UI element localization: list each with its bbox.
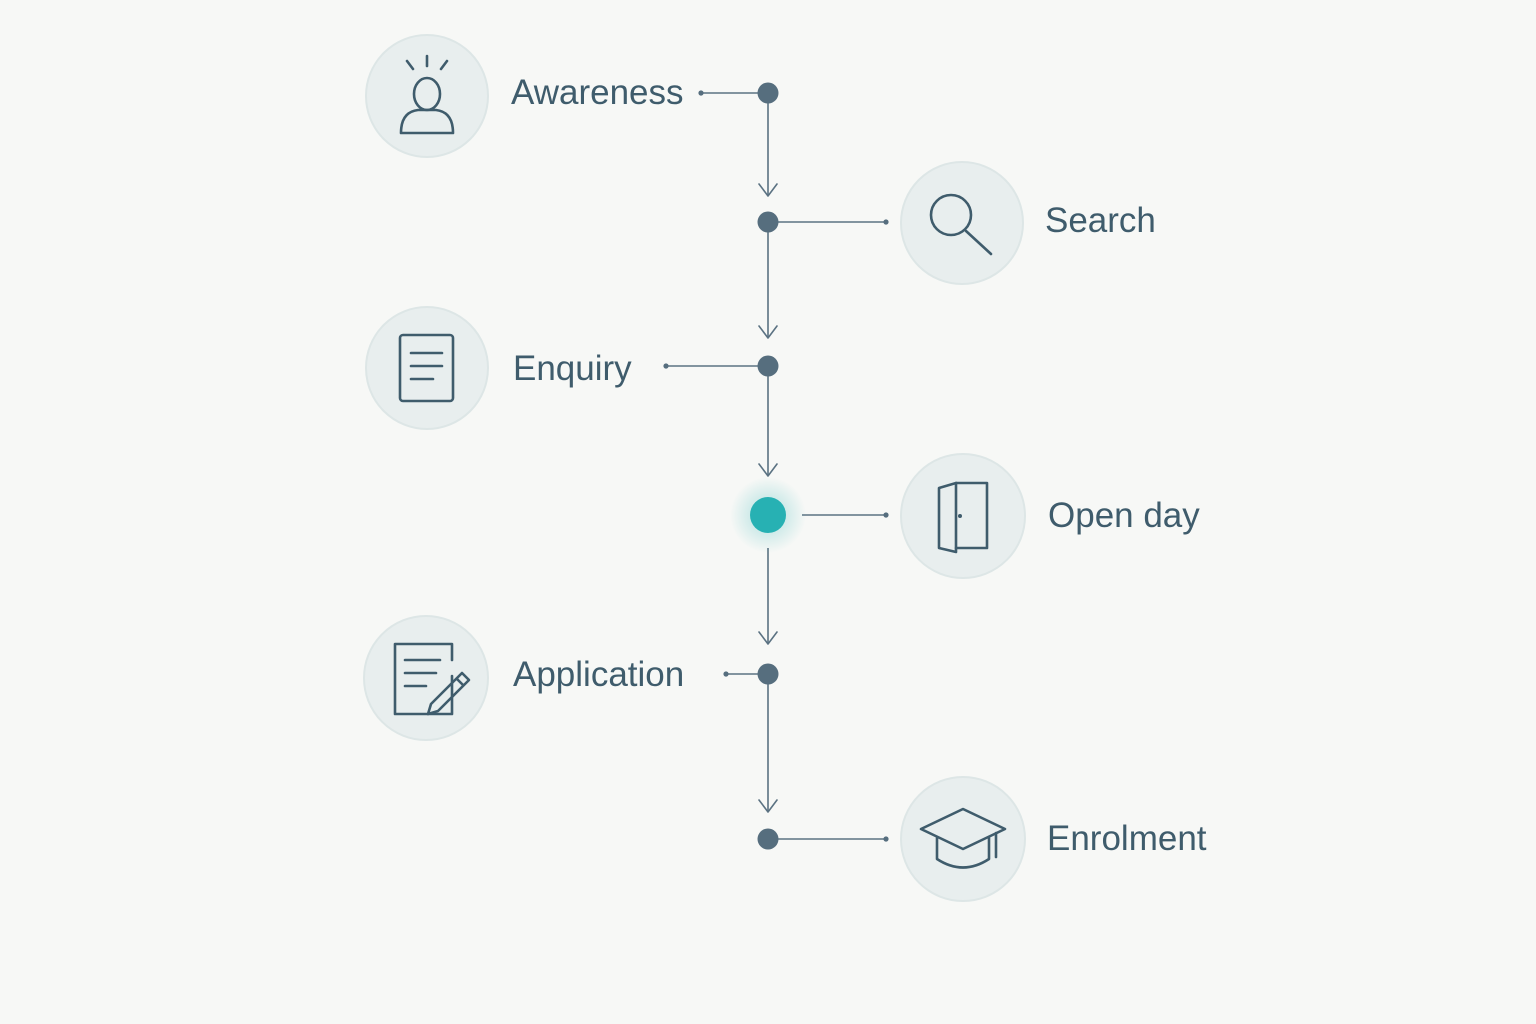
- stage-enrolment: Enrolment: [757, 776, 1207, 902]
- stage-search: Search: [757, 161, 1156, 285]
- stage-node: [757, 663, 779, 685]
- arrow-head-icon: [758, 183, 778, 197]
- document-pencil-icon: [393, 642, 471, 716]
- icon-badge: [900, 161, 1024, 285]
- arrow-head-icon: [758, 325, 778, 339]
- stage-open-day: Open day: [730, 453, 1200, 579]
- spine: [758, 93, 778, 813]
- open-door-icon: [937, 481, 989, 554]
- stage-label: Open day: [1048, 496, 1200, 535]
- icon-badge: [900, 776, 1026, 902]
- branch-tip: [883, 836, 889, 842]
- stage-awareness: Awareness: [365, 34, 779, 158]
- icon-badge: [363, 615, 489, 741]
- arrow-head-icon: [758, 799, 778, 813]
- stage-application: Application: [363, 615, 779, 741]
- graduation-cap-icon: [919, 807, 1007, 869]
- person-alert-icon: [399, 54, 455, 135]
- branch-tip: [723, 671, 729, 677]
- stage-node: [757, 828, 779, 850]
- stage-enquiry: Enquiry: [365, 306, 779, 430]
- branch-tip: [698, 90, 704, 96]
- stage-node: [757, 82, 779, 104]
- branch-tip: [883, 219, 889, 225]
- stage-node: [757, 355, 779, 377]
- icon-badge: [365, 34, 489, 158]
- stage-label: Awareness: [511, 73, 684, 112]
- magnifier-icon: [929, 193, 993, 256]
- highlighted-stage-node: [750, 497, 786, 533]
- arrow-head-icon: [758, 463, 778, 477]
- arrow-head-icon: [758, 631, 778, 645]
- stage-label: Enrolment: [1047, 819, 1207, 858]
- stage-label: Search: [1045, 201, 1156, 240]
- stage-node: [757, 211, 779, 233]
- document-icon: [398, 333, 455, 403]
- icon-badge: [900, 453, 1026, 579]
- branch-tip: [663, 363, 669, 369]
- branch-tip: [883, 512, 889, 518]
- stage-label: Application: [513, 655, 684, 694]
- icon-badge: [365, 306, 489, 430]
- stage-label: Enquiry: [513, 349, 632, 388]
